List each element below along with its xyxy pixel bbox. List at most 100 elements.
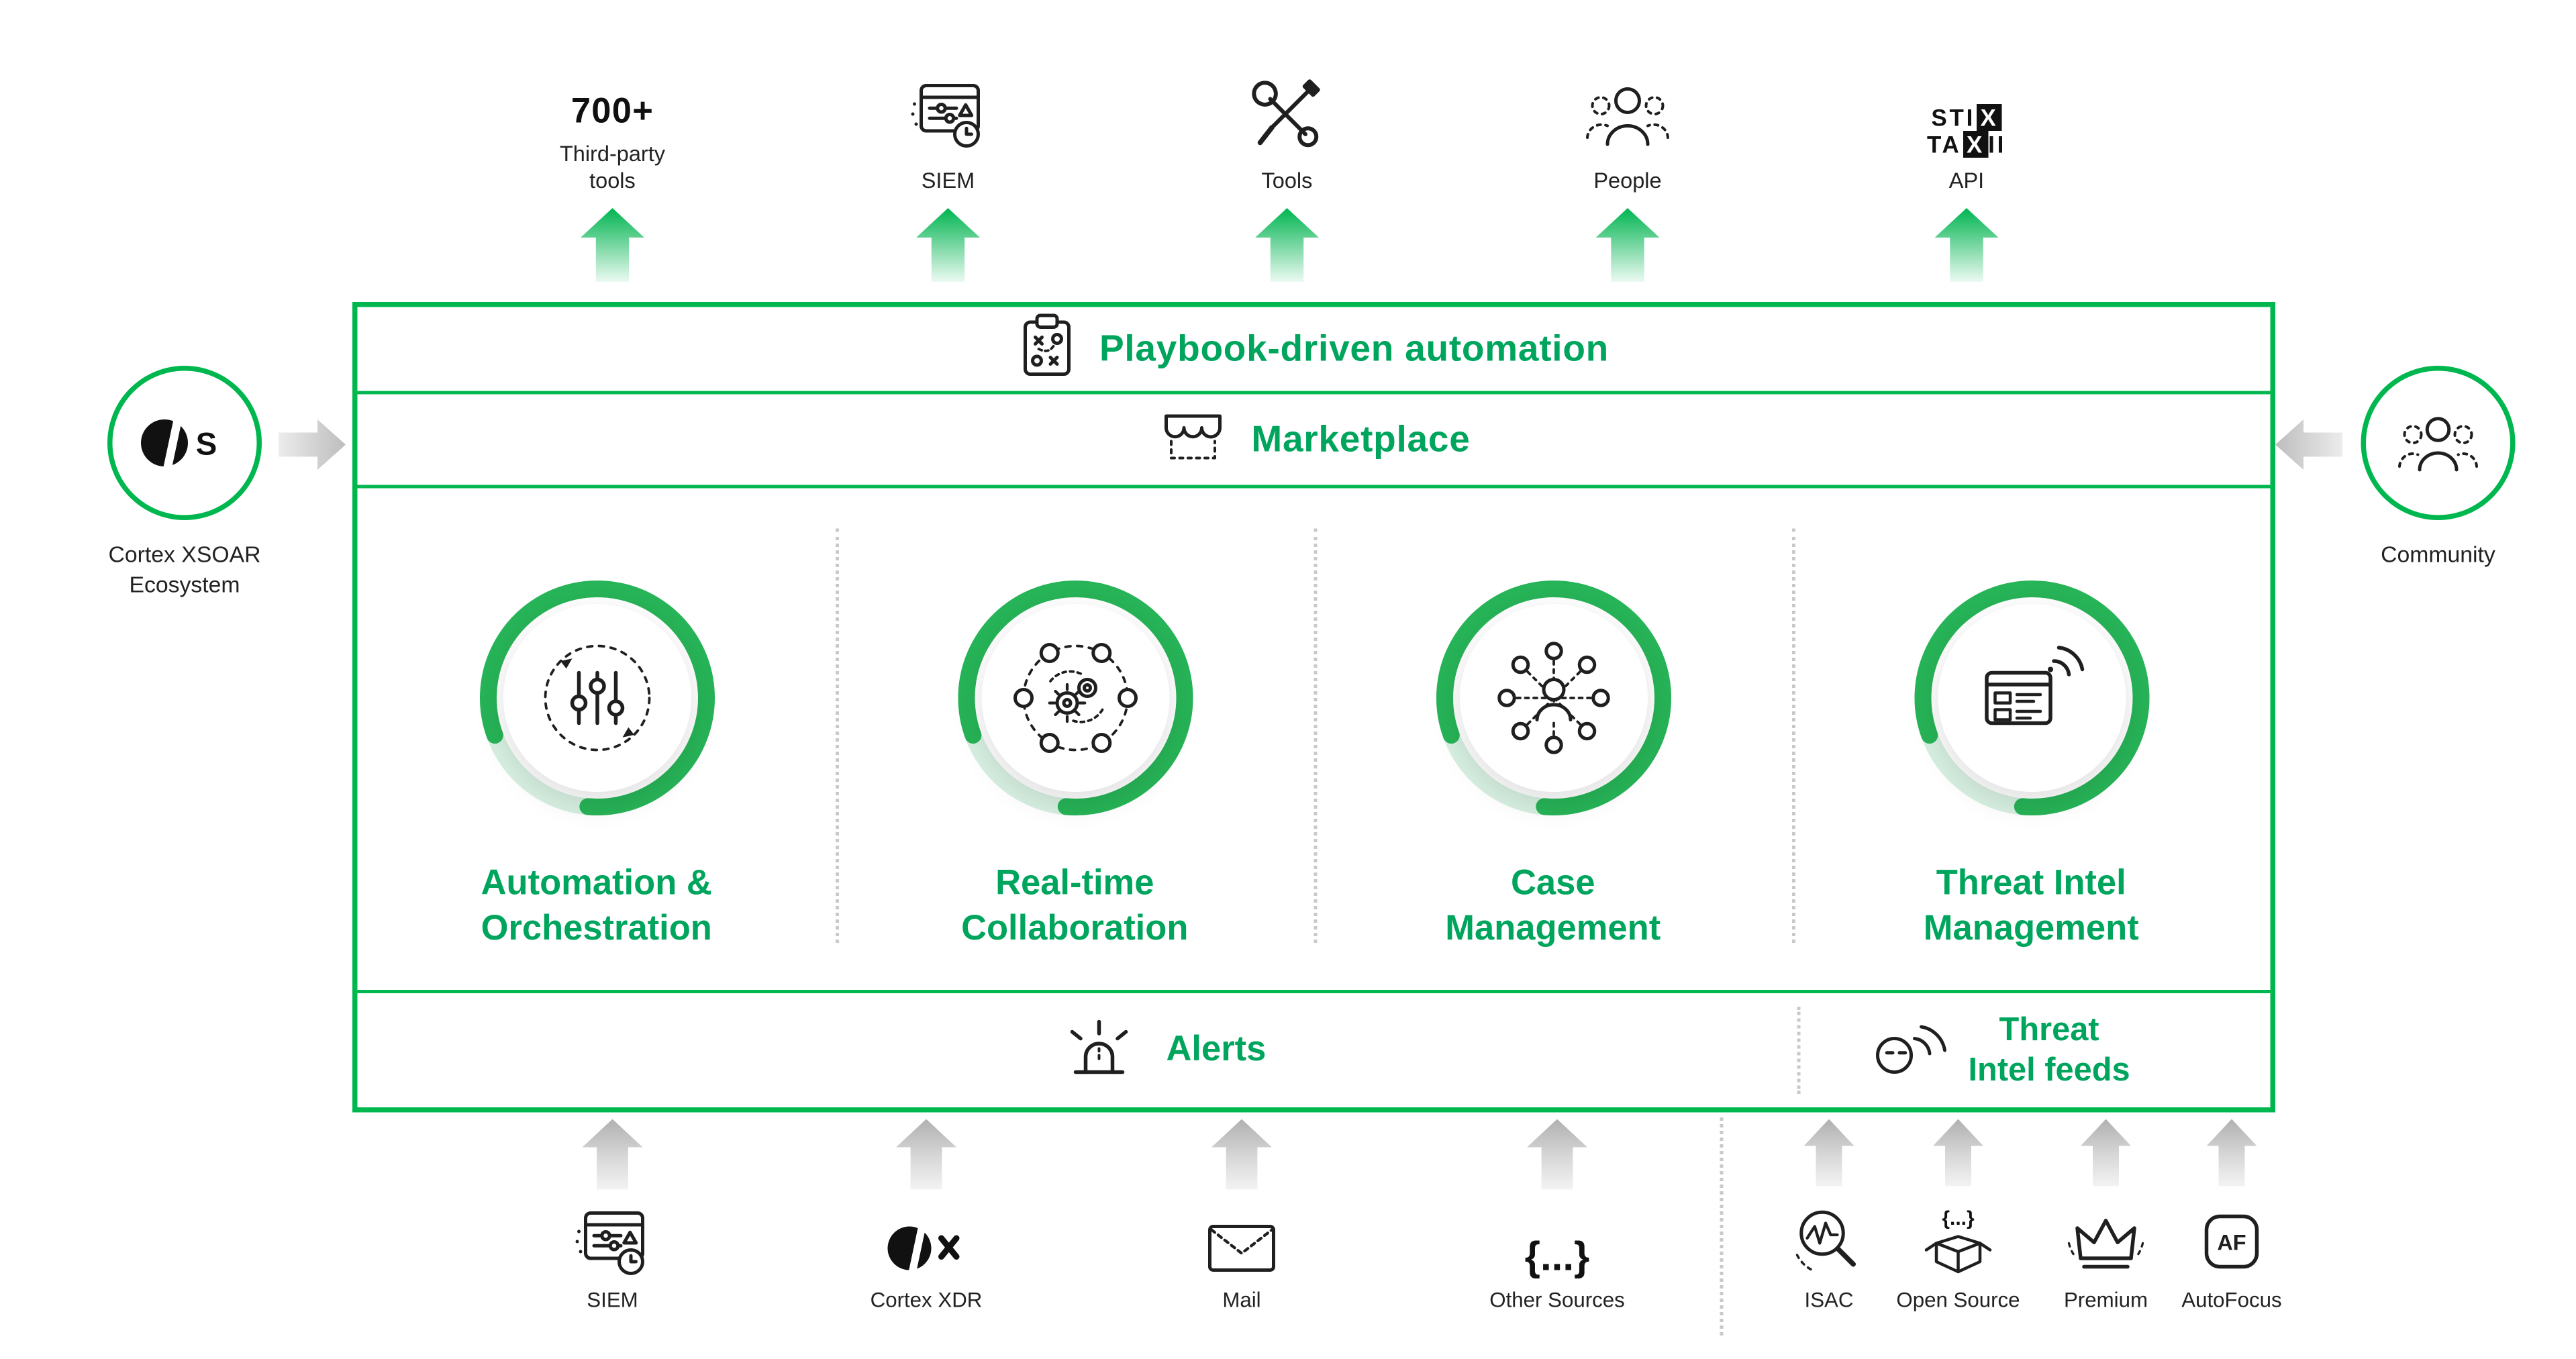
input-cortex-xdr: Cortex XDR [818, 1195, 1036, 1312]
siem-icon [909, 81, 987, 160]
threat-feeds-label: Threat Intel feeds [1968, 1011, 2130, 1089]
top-output-tools: Tools [1178, 67, 1396, 195]
collaboration-gears-icon [981, 604, 1169, 792]
capability-circle [949, 572, 1201, 824]
input-label: Mail [1222, 1289, 1261, 1312]
capability-real-time-collaboration: Real-time Collaboration [836, 489, 1314, 991]
siem-label: SIEM [921, 168, 975, 193]
alerts-row: Alerts Threat Intel feeds [357, 990, 2271, 1107]
input-label: Premium [2063, 1289, 2148, 1312]
community-label: Community [2381, 542, 2495, 568]
input-siem: SIEM [503, 1195, 722, 1312]
cortex-xsoar-circle: S [107, 366, 262, 520]
capability-case-management: Case Management [1314, 489, 1793, 991]
autofocus-icon: AF [2195, 1195, 2269, 1278]
xsoar-platform-box: Playbook-driven automation Marketplace [352, 302, 2275, 1113]
flow-arrow-up-gray [2081, 1119, 2131, 1187]
cortex-xdr-logo [883, 1195, 970, 1278]
crown-icon [2066, 1195, 2146, 1278]
progress-ring [1435, 581, 1671, 815]
marketplace-label: Marketplace [1251, 417, 1471, 460]
case-network-icon [1458, 604, 1647, 792]
flow-arrow-up-gray [582, 1119, 643, 1190]
flow-arrow-up-gray [1933, 1119, 1983, 1187]
braces-glyph: {...} [1942, 1206, 1975, 1230]
capability-circle [1905, 572, 2157, 824]
capability-automation-orchestration: Automation & Orchestration [358, 489, 836, 991]
tools-label: Tools [1261, 168, 1313, 193]
third-party-count: 700+ [571, 93, 654, 132]
progress-ring [479, 581, 714, 815]
people-label: People [1593, 168, 1662, 193]
playbook-automation-label: Playbook-driven automation [1099, 327, 1609, 370]
taxii-text-b: II [1988, 131, 2007, 158]
input-label: SIEM [587, 1289, 638, 1312]
input-other-sources: {...} Other Sources [1448, 1195, 1667, 1312]
braces-glyph: {...} [1524, 1235, 1590, 1280]
braces-icon: {...} [1525, 1195, 1590, 1278]
capability-divider [1314, 528, 1318, 943]
top-output-siem: SIEM [839, 67, 1057, 195]
open-box-icon: {...} [1922, 1195, 1995, 1278]
flow-arrow-up-green [1934, 208, 1999, 282]
input-sources-divider [1720, 1117, 1724, 1336]
top-output-third-party: 700+ Third-party tools [503, 67, 722, 195]
flow-arrow-up-green [1595, 208, 1660, 282]
top-output-people: People [1519, 67, 1737, 195]
input-label: ISAC [1804, 1289, 1854, 1312]
autofocus-monogram: AF [2217, 1231, 2246, 1255]
capability-circle [470, 572, 722, 824]
flow-arrow-up-green [916, 208, 980, 282]
flow-arrow-up-gray [1803, 1119, 1854, 1187]
cortex-xsoar-logo: S [141, 415, 217, 470]
stix-x: X [1977, 103, 2002, 130]
progress-ring [957, 581, 1193, 815]
taxii-x: X [1963, 131, 1989, 158]
flow-arrow-up-gray [1527, 1119, 1587, 1190]
capability-label: Case Management [1445, 864, 1661, 949]
flow-arrow-up-gray [1211, 1119, 1272, 1190]
capability-label: Automation & Orchestration [481, 864, 712, 949]
capability-label: Threat Intel Management [1923, 864, 2139, 949]
flow-arrow-up-green [1255, 208, 1319, 282]
community-circle [2361, 366, 2516, 520]
siem-icon [574, 1195, 651, 1278]
cortex-xsoar-label: Cortex XSOAR Ecosystem [108, 542, 261, 597]
flow-arrow-up-gray [896, 1119, 956, 1190]
taxii-text-a: TA [1926, 131, 1962, 158]
capability-label: Real-time Collaboration [961, 864, 1189, 949]
input-label: Open Source [1896, 1289, 2020, 1312]
capabilities-row: Automation & Orchestration [358, 489, 2271, 991]
alerts-divider [1797, 1007, 1801, 1094]
input-autofocus: AF AutoFocus [2157, 1195, 2308, 1312]
capability-divider [836, 528, 839, 943]
xsoar-monogram: S [196, 427, 217, 462]
people-icon [1584, 81, 1671, 160]
input-open-source: {...} Open Source [1883, 1195, 2034, 1312]
flow-arrow-up-green [581, 208, 644, 282]
api-label: API [1948, 168, 1985, 193]
progress-ring [1914, 581, 2149, 815]
marketplace-bar: Marketplace [357, 395, 2271, 489]
playbook-icon [1019, 311, 1076, 387]
community-node: Community [2312, 366, 2564, 570]
alerts-label: Alerts [1166, 1030, 1267, 1069]
input-mail: Mail [1133, 1195, 1351, 1312]
siren-icon [1062, 1011, 1136, 1090]
community-icon [2398, 417, 2478, 472]
input-label: AutoFocus [2181, 1289, 2282, 1312]
cortex-xsoar-node: S Cortex XSOAR Ecosystem [59, 366, 311, 599]
mail-icon [1203, 1195, 1281, 1278]
marketplace-icon [1157, 407, 1228, 472]
playbook-automation-bar: Playbook-driven automation [357, 307, 2271, 395]
capability-circle [1427, 572, 1679, 824]
stix-text: STI [1931, 103, 1976, 130]
alerts-group: Alerts [1062, 993, 1267, 1107]
sliders-icon [502, 604, 691, 792]
flow-arrow-up-gray [2206, 1119, 2257, 1187]
capability-threat-intel-management: Threat Intel Management [1792, 489, 2271, 991]
input-isac: ISAC [1754, 1195, 1905, 1312]
